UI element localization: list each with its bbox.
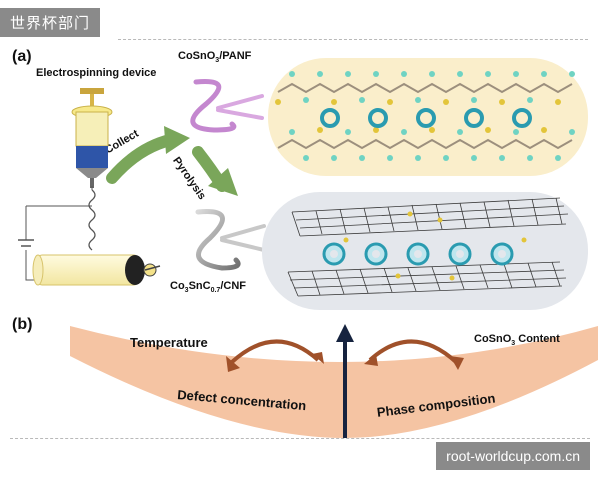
bottom-divider	[10, 438, 590, 439]
panel-a-label: (a)	[12, 48, 32, 65]
panf-structure-panel	[268, 58, 588, 176]
circuit-wire	[25, 186, 93, 281]
top-divider	[118, 39, 588, 40]
collect-arrow	[106, 134, 176, 184]
salmon-band	[70, 326, 598, 438]
watermark-bottom: root-worldcup.com.cn	[436, 442, 590, 470]
spinning-jet	[88, 189, 96, 251]
temperature-label: Temperature	[130, 335, 208, 350]
cnf-fiber	[195, 209, 241, 271]
panf-fiber	[190, 78, 237, 133]
syringe-icon	[71, 88, 113, 188]
panel-a-illustration	[18, 58, 588, 310]
watermark-top: 世界杯部门	[0, 8, 101, 37]
bottom-material-label: Co3SnC0.7/CNF	[170, 280, 246, 295]
panel-b-illustration	[70, 324, 598, 438]
cosno3-content-label: CoSnO3 Content	[474, 333, 560, 348]
cnf-structure-panel	[262, 192, 588, 310]
device-label: Electrospinning device	[36, 67, 157, 79]
top-material-label: CoSnO3/PANF	[178, 50, 252, 65]
panel-b-label: (b)	[12, 316, 33, 333]
collector-roller-icon	[32, 254, 161, 286]
